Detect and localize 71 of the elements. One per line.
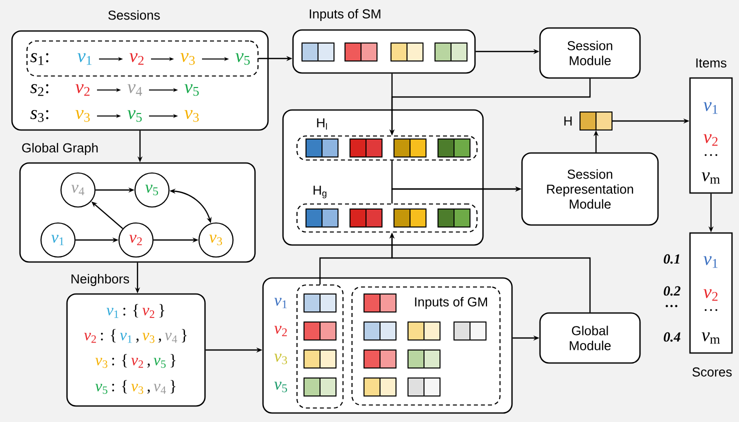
module-box: Global Module (539, 312, 641, 364)
item-symbol: v$_{5}$ (236, 53, 250, 65)
item-symbol: v$_{5}$ (95, 384, 108, 394)
heading: Inputs of SM (310, 8, 380, 22)
item-symbol: v$_{2}$ (76, 84, 90, 96)
item-symbol: v$_{4}$ (154, 384, 166, 394)
item-symbol: v$_{3}$ (184, 110, 199, 122)
vector-label: H$_{g}$ (314, 186, 326, 198)
punctuation: : { (112, 354, 127, 368)
heading: Neighbors (72, 274, 130, 286)
heading: Scores (692, 367, 732, 377)
item-symbol: v$_{3}$ (95, 358, 108, 368)
item-symbol: v$_{1}$ (106, 308, 118, 318)
item-symbol: v$_{1}$ (704, 256, 718, 268)
punctuation: } (170, 354, 176, 368)
graph-node: v$_{4}$ (60, 172, 96, 208)
item-symbol: v$_{3}$ (76, 110, 90, 122)
punctuation: , (147, 390, 150, 394)
punctuation: } (182, 329, 187, 342)
punctuation: , (158, 338, 161, 343)
punctuation: , (136, 338, 139, 343)
item-symbol: v$_{2}$ (704, 134, 718, 146)
item-symbol: v$_{2}$ (130, 53, 144, 65)
punctuation: } (159, 304, 164, 318)
item-symbol: v$_{2}$ (142, 308, 154, 318)
item-symbol: v$_{3}$ (131, 384, 144, 394)
graph-node: v$_{3}$ (198, 222, 234, 258)
item-symbol: v$_{5}$ (154, 358, 166, 368)
item-symbol: v$_{2}$ (131, 358, 144, 368)
module-box: Session Module (539, 27, 641, 79)
graph-node: v$_{5}$ (134, 172, 170, 208)
item-symbol: v$_{5}$ (274, 382, 288, 392)
item-symbol: v$_{m}$ (702, 332, 720, 344)
item-symbol: v$_{2}$ (84, 332, 96, 343)
punctuation: : { (112, 380, 127, 394)
item-symbol: v$_{1}$ (78, 53, 92, 65)
heading: Items (696, 58, 726, 68)
punctuation: : { (100, 329, 116, 342)
item-symbol: v$_{2}$ (274, 326, 287, 336)
heading: Sessions (108, 10, 160, 20)
session-label: s$_{2}$: (30, 84, 48, 96)
punctuation: : { (123, 304, 138, 318)
item-symbol: v$_{1}$ (274, 298, 287, 308)
punctuation: } (170, 380, 176, 394)
ellipsis: … (704, 154, 718, 156)
item-symbol: v$_{1}$ (120, 332, 132, 343)
item-symbol: v$_{3}$ (274, 354, 288, 364)
vector-label: H (564, 116, 572, 126)
graph-node: v$_{2}$ (118, 222, 154, 258)
punctuation: , (147, 364, 150, 368)
item-symbol: v$_{4}$ (164, 332, 178, 343)
score-value: 0.1 (664, 254, 680, 264)
session-label: s$_{3}$: (30, 110, 48, 122)
vector-label: H$_{l}$ (317, 118, 327, 130)
item-symbol: v$_{2}$ (704, 289, 718, 301)
item-symbol: v$_{1}$ (704, 102, 718, 114)
vector-label: Inputs of GM (415, 296, 488, 310)
score-value: 0.2 (664, 286, 680, 296)
session-label: s$_{1}$: (30, 53, 48, 65)
graph-node: v$_{1}$ (40, 222, 76, 258)
score-value: … (666, 304, 678, 308)
item-symbol: v$_{5}$ (128, 110, 142, 122)
module-box: Session Representation Module (521, 152, 659, 226)
score-value: 0.4 (664, 332, 680, 342)
item-symbol: v$_{3}$ (142, 332, 154, 343)
heading: Global Graph (22, 142, 98, 156)
item-symbol: v$_{3}$ (180, 53, 195, 65)
item-symbol: v$_{m}$ (702, 172, 720, 184)
ellipsis: … (704, 309, 718, 311)
item-symbol: v$_{5}$ (184, 84, 199, 96)
item-symbol: v$_{4}$ (128, 84, 142, 96)
